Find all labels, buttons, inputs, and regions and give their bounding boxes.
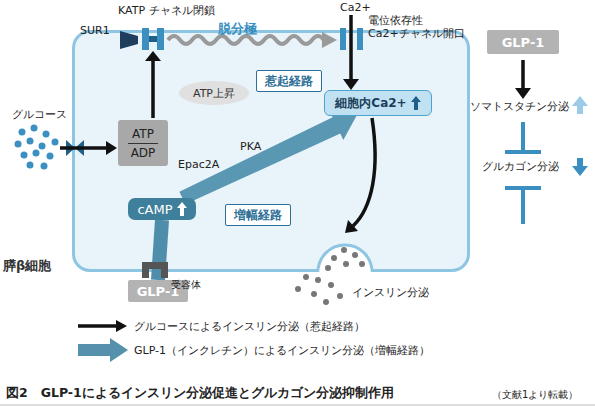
pathway-box: 増幅経路 — [225, 204, 291, 226]
channel-label: KATP チャネル閉鎖 — [118, 4, 215, 17]
camp-box: cAMP — [128, 198, 196, 220]
glucose-dot — [27, 162, 34, 169]
legend-text: グルコースによるインスリン分泌（惹起経路） — [134, 319, 365, 334]
process-label: 脱分極 — [218, 22, 257, 35]
glucose-dot — [15, 141, 22, 148]
insulin-granule — [325, 265, 331, 271]
effect-label: グルカゴン分泌 — [482, 160, 559, 173]
atp-adp-box: ATPADP — [118, 120, 168, 166]
part-label: 受容体 — [171, 278, 201, 291]
insulin-granule — [295, 286, 301, 292]
inhibition-line — [521, 188, 525, 224]
node-text: 膵β細胞 — [3, 257, 51, 275]
node-text: 細胞内Ca2+ — [335, 95, 406, 112]
glucose-dots — [15, 125, 59, 170]
glucose-dot — [41, 163, 48, 170]
arrow-line — [151, 60, 155, 118]
glucose-dot — [47, 153, 54, 160]
ellipse-shape — [179, 81, 249, 105]
arrow-line — [60, 146, 107, 150]
hormone-box: GLP-1 — [487, 30, 559, 54]
ion-label: Ca2+ — [340, 1, 371, 14]
molecule-label: PKA — [240, 140, 261, 153]
figure-caption: 図2 GLP-1によるインスリン分泌促進とグルカゴン分泌抑制作用 — [6, 385, 394, 402]
molecule-label: Epac2A — [178, 158, 219, 171]
glucose-dot — [21, 152, 28, 159]
legend-sample-arrow — [78, 324, 117, 328]
node-text: GLP-1 — [502, 35, 545, 50]
arrow-line — [521, 60, 525, 89]
increase-arrow — [572, 96, 588, 114]
katp-channel — [142, 28, 149, 50]
insulin-granule — [352, 252, 358, 258]
pathway-box: 惹起経路 — [256, 70, 322, 92]
insulin-granule — [359, 261, 365, 267]
legend-sample-arrow — [116, 320, 127, 332]
channel-gate — [149, 36, 157, 42]
insulin-granule — [303, 274, 309, 280]
insulin-granule — [328, 282, 334, 288]
ca-channel — [357, 28, 363, 50]
node-text: cAMP — [137, 202, 172, 217]
decrease-arrow — [572, 158, 588, 176]
node-text: ADP — [131, 144, 156, 160]
glucose-dot — [31, 125, 38, 132]
node-text: 増幅経路 — [234, 207, 282, 224]
calcium-box: 細胞内Ca2+ — [324, 90, 432, 116]
glucose-dot — [39, 143, 46, 150]
channel-label: 電位依存性 Ca2+チャネル開口 — [368, 14, 478, 40]
source-note: （文献1より転載） — [492, 388, 578, 401]
atp-rise-ellipse: ATP上昇 — [178, 80, 250, 106]
arrow-head — [515, 88, 531, 99]
glucose-dot — [43, 131, 50, 138]
insulin-granule — [331, 255, 337, 261]
katp-channel — [157, 28, 164, 50]
receptor-symbol — [142, 262, 168, 278]
legend-text: GLP-1（インクレチン）によるインスリン分泌（増幅経路） — [134, 343, 430, 358]
up-arrow-icon — [411, 96, 421, 110]
node-text: ATP — [128, 127, 158, 144]
caption-rule — [0, 405, 595, 406]
insulin-granule — [341, 247, 347, 253]
substance-label: グルコース — [12, 108, 67, 121]
inhibition-bar — [505, 150, 541, 154]
effect-label: ソマトスタチン分泌 — [470, 100, 569, 113]
glucose-dot — [52, 139, 59, 146]
insulin-granule — [337, 293, 343, 299]
arrow-line — [349, 15, 353, 80]
part-label: SUR1 — [80, 24, 110, 37]
process-label: インスリン分泌 — [352, 286, 429, 299]
node-text: ATP上昇 — [193, 86, 235, 101]
insulin-granule — [323, 299, 329, 305]
insulin-granule — [343, 261, 349, 267]
glucose-dot — [27, 138, 34, 145]
insulin-granule — [315, 277, 321, 283]
up-arrow-shape — [411, 96, 421, 110]
glucose-dot — [19, 129, 26, 136]
legend-sample-band — [78, 338, 128, 362]
up-arrow-shape — [177, 202, 187, 216]
node-text: 惹起経路 — [265, 73, 313, 90]
ca-channel — [340, 28, 346, 50]
glucose-dot — [33, 150, 40, 157]
up-arrow-icon — [177, 202, 187, 216]
insulin-granule — [311, 291, 317, 297]
inhibition-line — [521, 122, 525, 152]
